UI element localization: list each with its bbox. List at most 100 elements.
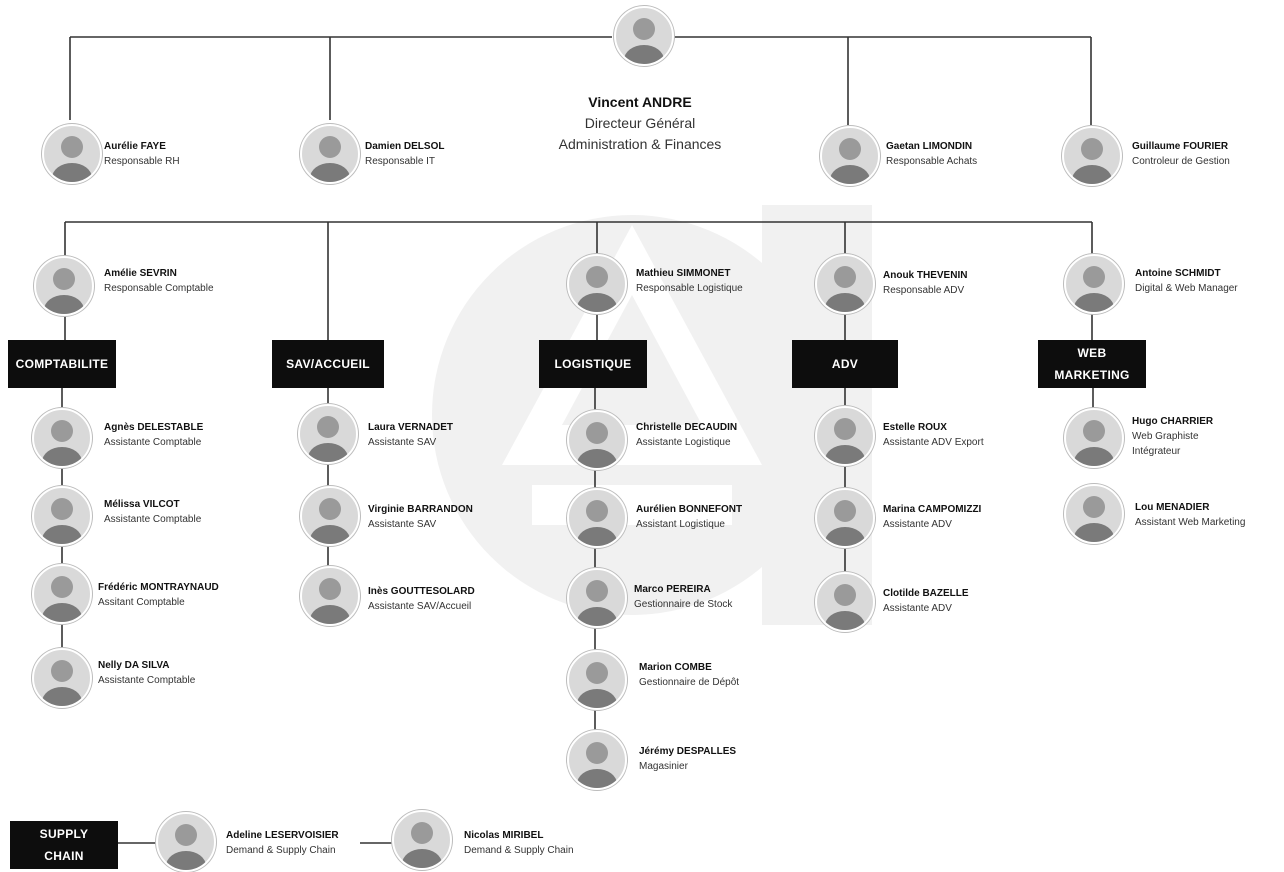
avatar-marion-combe (567, 650, 627, 710)
person-marco-pereira: Marco PEREIRA Gestionnaire de Stock (634, 582, 732, 612)
avatar-jeremy-despalles (567, 730, 627, 790)
person-name: Aurélie FAYE (104, 141, 166, 152)
person-aurelie-faye: Aurélie FAYE Responsable RH (104, 139, 180, 169)
person-name: Adeline LESERVOISIER (226, 830, 339, 841)
avatar-anouk-thevenin (815, 254, 875, 314)
person-role: Gestionnaire de Stock (634, 599, 733, 610)
dept-web-marketing: WEB MARKETING (1038, 340, 1146, 388)
person-role: Assistante SAV/Accueil (368, 601, 472, 612)
person-name: Marco PEREIRA (634, 584, 711, 595)
avatar-marina-campomizzi (815, 488, 875, 548)
person-name: Mathieu SIMMONET (636, 268, 731, 279)
dept-label: ADV (831, 357, 859, 371)
person-role: Assistante ADV (883, 603, 952, 614)
person-name: Virginie BARRANDON (368, 504, 473, 515)
person-hugo-charrier: Hugo CHARRIER Web Graphiste Intégrateur (1132, 414, 1213, 459)
person-role: Responsable IT (365, 156, 436, 167)
person-estelle-roux: Estelle ROUX Assistante ADV Export (883, 420, 984, 450)
person-role: Assistante Logistique (636, 437, 731, 448)
dept-supply-chain: SUPPLY CHAIN (10, 821, 118, 869)
avatar-aurelien-bonnefont (567, 488, 627, 548)
person-role: Assistante SAV (368, 437, 437, 448)
person-role: Magasinier (639, 761, 688, 772)
person-role: Responsable Comptable (104, 283, 214, 294)
person-agnes-delestable: Agnès DELESTABLE Assistante Comptable (104, 420, 203, 450)
dept-logistique: LOGISTIQUE (539, 340, 647, 388)
person-name: Mélissa VILCOT (104, 499, 180, 510)
person-clotilde-bazelle: Clotilde BAZELLE Assistante ADV (883, 586, 969, 616)
person-guillaume-fourier: Guillaume FOURIER Controleur de Gestion (1132, 139, 1230, 169)
dept-adv: ADV (792, 340, 898, 388)
person-role: Responsable Achats (886, 156, 978, 167)
person-role: Assistante Comptable (98, 675, 196, 686)
avatar-gaetan-limondin (820, 126, 880, 186)
person-role: Assistante Comptable (104, 514, 202, 525)
ceo-title-line2: Administration & Finances (558, 136, 722, 152)
person-role-line1: Web Graphiste (1132, 431, 1199, 442)
person-name: Estelle ROUX (883, 422, 947, 433)
dept-label: COMPTABILITE (15, 357, 109, 371)
dept-label: LOGISTIQUE (554, 357, 632, 371)
person-role: Digital & Web Manager (1135, 283, 1238, 294)
avatar-ines-gouttesolard (300, 566, 360, 626)
person-anouk-thevenin: Anouk THEVENIN Responsable ADV (883, 268, 967, 298)
person-role: Assistant Web Marketing (1135, 517, 1246, 528)
avatar-nelly-da-silva (32, 648, 92, 708)
watermark-logo (432, 205, 872, 625)
avatar-hugo-charrier (1064, 408, 1124, 468)
person-laura-vernadet: Laura VERNADET Assistante SAV (368, 420, 453, 450)
person-name: Damien DELSOL (365, 141, 445, 152)
avatar-amelie-sevrin (34, 256, 94, 316)
avatar-nicolas-miribel (392, 810, 452, 870)
avatar-christelle-decaudin (567, 410, 627, 470)
person-mathieu-simmonet: Mathieu SIMMONET Responsable Logistique (636, 266, 743, 296)
person-role: Assistant Logistique (636, 519, 725, 530)
person-christelle-decaudin: Christelle DECAUDIN Assistante Logistiqu… (636, 420, 737, 450)
person-name: Antoine SCHMIDT (1135, 268, 1221, 279)
person-nelly-da-silva: Nelly DA SILVA Assistante Comptable (98, 658, 195, 688)
avatar-antoine-schmidt (1064, 254, 1124, 314)
person-name: Amélie SEVRIN (104, 268, 177, 279)
avatar-estelle-roux (815, 406, 875, 466)
avatar-adeline-leservoisier (156, 812, 216, 872)
person-role: Assistante ADV (883, 519, 952, 530)
person-name: Guillaume FOURIER (1132, 141, 1229, 152)
person-name: Laura VERNADET (368, 422, 454, 433)
person-role: Assistante ADV Export (883, 437, 984, 448)
ceo-title-line1: Directeur Général (584, 115, 696, 131)
avatar-marco-pereira (567, 568, 627, 628)
person-name: Christelle DECAUDIN (636, 422, 738, 433)
avatar-virginie-barrandon (300, 486, 360, 546)
person-adeline-leservoisier: Adeline LESERVOISIER Demand & Supply Cha… (226, 828, 339, 858)
avatar-lou-menadier (1064, 484, 1124, 544)
person-role: Responsable ADV (883, 285, 965, 296)
person-lou-menadier: Lou MENADIER Assistant Web Marketing (1135, 500, 1245, 530)
person-name: Clotilde BAZELLE (883, 588, 969, 599)
dept-label: SAV/ACCUEIL (286, 357, 370, 371)
person-name: Agnès DELESTABLE (104, 422, 204, 433)
person-name: Aurélien BONNEFONT (636, 504, 743, 515)
person-name: Anouk THEVENIN (883, 270, 968, 281)
person-role: Demand & Supply Chain (226, 845, 336, 856)
person-role: Assistante SAV (368, 519, 437, 530)
person-name: Jérémy DESPALLES (639, 746, 737, 757)
person-role: Controleur de Gestion (1132, 156, 1230, 167)
person-marion-combe: Marion COMBE Gestionnaire de Dépôt (639, 660, 739, 690)
dept-label-line2: CHAIN (44, 849, 84, 863)
person-role: Gestionnaire de Dépôt (639, 677, 740, 688)
person-gaetan-limondin: Gaetan LIMONDIN Responsable Achats (886, 139, 977, 169)
person-name: Inès GOUTTESOLARD (368, 586, 475, 597)
dept-comptabilite: COMPTABILITE (8, 340, 116, 388)
person-marina-campomizzi: Marina CAMPOMIZZI Assistante ADV (883, 502, 981, 532)
person-amelie-sevrin: Amélie SEVRIN Responsable Comptable (104, 266, 214, 296)
avatar-guillaume-fourier (1062, 126, 1122, 186)
dept-label-line2: MARKETING (1054, 368, 1130, 382)
person-ines-gouttesolard: Inès GOUTTESOLARD Assistante SAV/Accueil (368, 584, 475, 614)
person-name: Lou MENADIER (1135, 502, 1210, 513)
dept-sav-accueil: SAV/ACCUEIL (272, 340, 384, 388)
person-role: Responsable RH (104, 156, 180, 167)
person-name: Gaetan LIMONDIN (886, 141, 973, 152)
person-antoine-schmidt: Antoine SCHMIDT Digital & Web Manager (1135, 266, 1238, 296)
ceo-avatar (614, 6, 674, 66)
person-name: Nicolas MIRIBEL (464, 830, 544, 841)
